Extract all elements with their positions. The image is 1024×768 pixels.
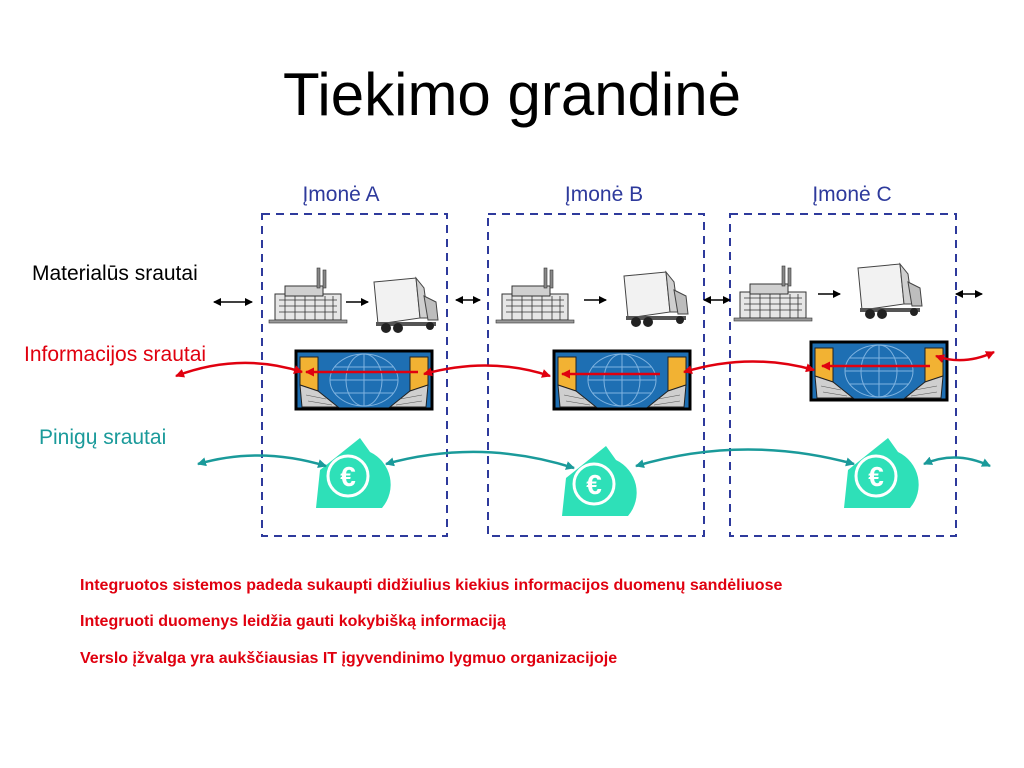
factory-icon-c (733, 265, 813, 322)
company-label-a: Įmonė A (302, 183, 380, 206)
row-label-material: Materialūs srautai (32, 262, 198, 285)
bullet-3: Verslo įžvalga yra aukščiausias IT įgyve… (80, 650, 618, 667)
info-arrow-ab (423, 364, 551, 378)
network-icon-b (552, 349, 692, 411)
slide-title: Tiekimo grandinė (283, 61, 741, 128)
truck-icon-c (857, 263, 923, 320)
company-label-b: Įmonė B (564, 183, 644, 206)
truck-icon-b (623, 271, 689, 328)
factory-icon-a (268, 267, 348, 324)
bullet-2: Integruoti duomenys leidžia gauti kokybi… (80, 613, 506, 630)
info-arrow-in (175, 361, 303, 378)
euro-symbol-c: € (868, 461, 884, 492)
euro-symbol-b: € (586, 469, 602, 500)
money-arrow-ab (385, 450, 575, 470)
money-arrow-bc (635, 448, 855, 469)
network-icon-a (294, 349, 434, 411)
money-arrow-in (197, 454, 327, 468)
money-arrow-out (923, 456, 991, 468)
factory-icon-b (495, 267, 575, 324)
network-icon-c (809, 340, 949, 402)
company-label-c: Įmonė C (812, 183, 892, 206)
row-label-money: Pinigų srautai (39, 426, 167, 449)
bullet-1: Integruotos sistemos padeda sukaupti did… (80, 577, 783, 594)
truck-icon-a (373, 277, 439, 334)
row-label-information: Informacijos srautai (24, 343, 207, 366)
info-arrow-out (935, 350, 995, 363)
info-arrow-bc (683, 360, 815, 374)
company-box-c (729, 213, 957, 537)
euro-symbol-a: € (340, 461, 356, 492)
